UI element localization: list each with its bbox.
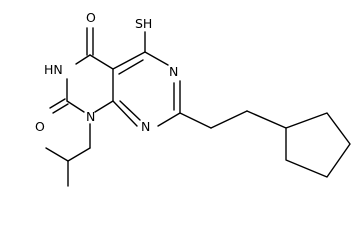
bonds — [45, 27, 351, 187]
bond-ch2b-cyc — [246, 110, 287, 129]
bond-c7-ch2a — [179, 112, 212, 129]
nh-label: HN — [44, 62, 63, 77]
bond-c2-o-b — [52, 103, 69, 114]
chemical-structure: O SH HN N O N N — [35, 10, 351, 187]
nitrogen-label-bridge-left: N — [86, 109, 95, 124]
bond-ch-me1 — [45, 147, 69, 162]
sh-label: SH — [135, 16, 152, 31]
bond-n3-c4 — [75, 54, 91, 65]
bond-c4a-c5 — [112, 51, 146, 70]
nitrogen-label-bridge-right: N — [141, 119, 150, 134]
bond-c5-n6 — [144, 51, 169, 66]
bond-n1-c2 — [66, 100, 85, 113]
bond-c4a-c5-inner — [118, 59, 144, 75]
bond-n8-c8a-a — [112, 100, 138, 127]
bond-n8-c8a-b — [119, 100, 141, 121]
bond-ch2a-ch2b — [210, 110, 248, 129]
bond-c8a-n1 — [94, 100, 114, 113]
cyclopentane-ring — [285, 112, 351, 178]
bond-ch2-ch — [67, 147, 91, 162]
bond-c2-o-a — [49, 98, 66, 109]
oxygen-label-bottom: O — [35, 119, 45, 134]
bond-c4-c4a — [89, 54, 114, 70]
bond-c7-n8 — [157, 112, 181, 127]
nitrogen-label-ring-right: N — [169, 64, 178, 79]
atom-labels: O SH HN N O N N — [35, 10, 178, 134]
oxygen-label-top: O — [86, 10, 96, 25]
